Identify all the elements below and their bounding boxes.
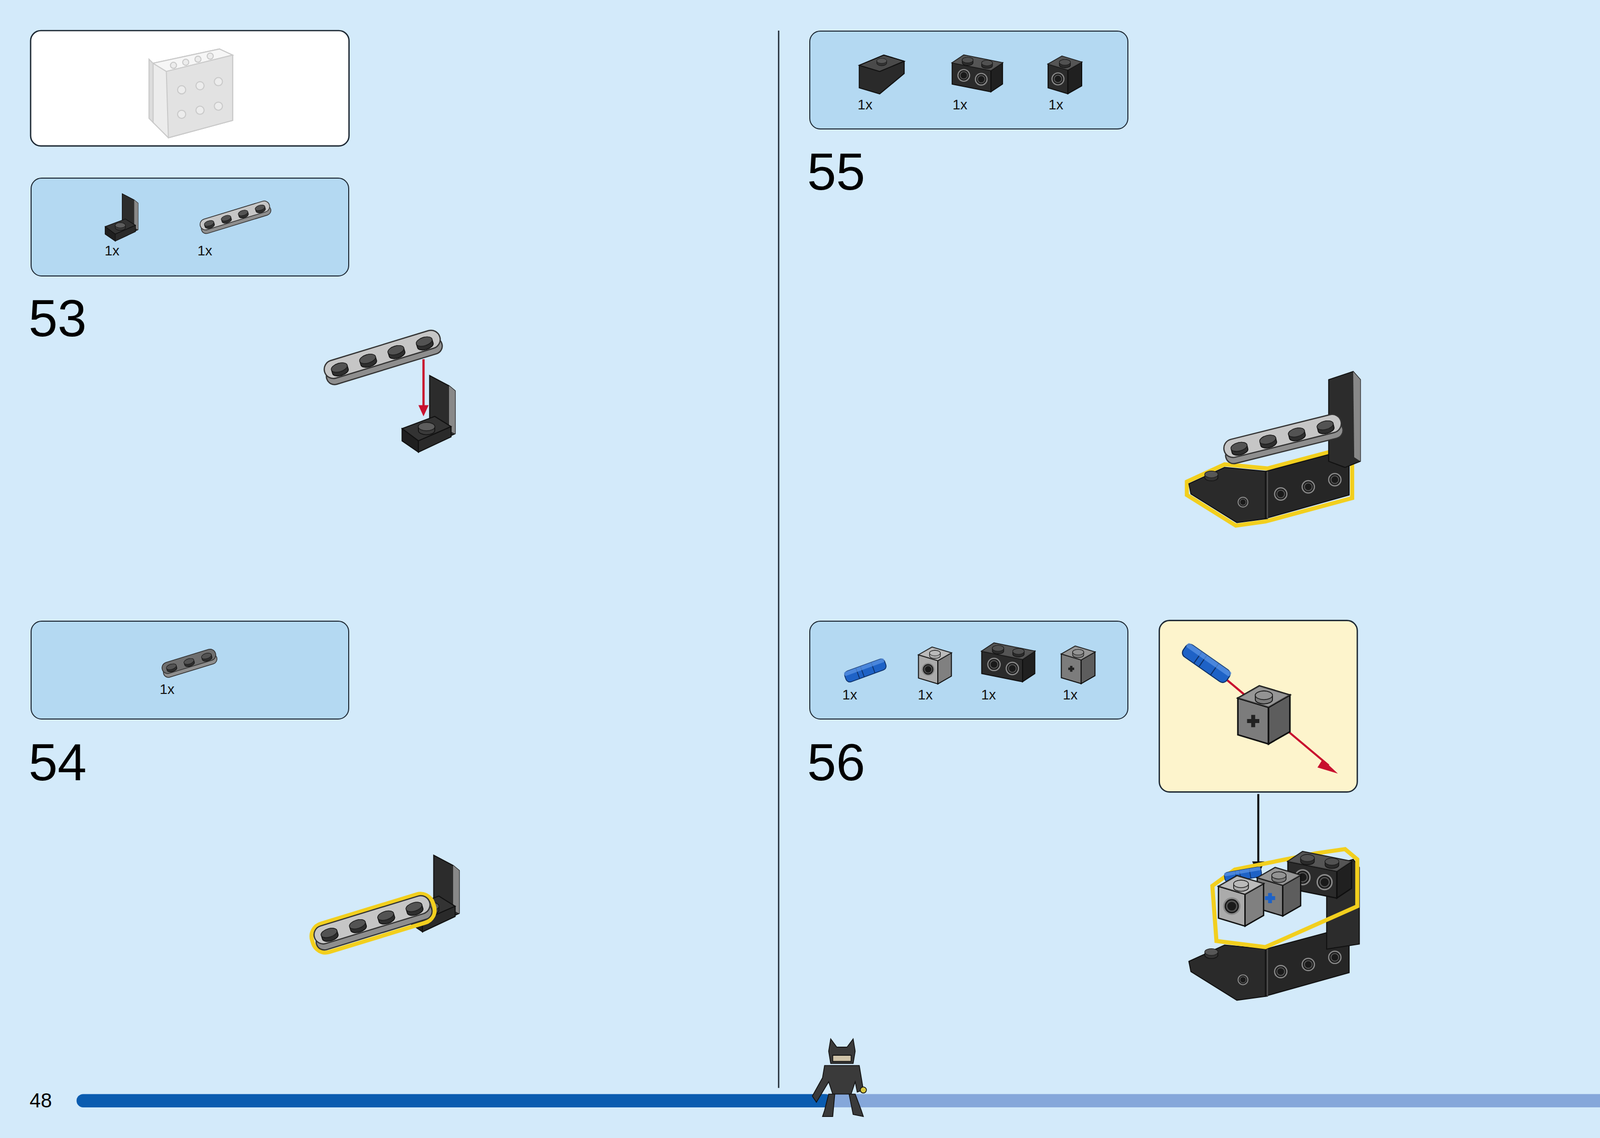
minifigure-icon [812, 1039, 867, 1117]
step-54-model [308, 854, 460, 956]
reference-box [30, 30, 350, 147]
step-number: 55 [807, 145, 866, 198]
part-quantity: 1x [159, 682, 175, 697]
parts-panel: 1x 1x 1x 1x [809, 620, 1129, 720]
part-quantity: 1x [104, 243, 120, 258]
step-56-model [1189, 848, 1360, 1000]
step-number: 53 [28, 292, 87, 345]
page-number: 48 [29, 1090, 53, 1111]
parts-panel: 1x 1x [30, 177, 350, 277]
sub-assembly-callout [1159, 620, 1358, 876]
ghost-model [149, 49, 233, 138]
part-quantity: 1x [857, 97, 873, 112]
part-icons-54 [160, 647, 219, 679]
part-quantity: 1x [917, 687, 933, 702]
step-number: 54 [28, 736, 87, 789]
step-number: 56 [807, 736, 866, 789]
part-icons-56 [843, 642, 1095, 684]
part-quantity: 1x [1062, 687, 1078, 702]
part-quantity: 1x [980, 687, 996, 702]
part-quantity: 1x [1048, 97, 1064, 112]
page-divider [778, 30, 780, 1088]
part-icons-55 [859, 55, 1082, 94]
part-quantity: 1x [952, 97, 968, 112]
step-53-model [322, 328, 456, 453]
part-quantity: 1x [197, 243, 213, 258]
progress-bar [76, 1093, 1600, 1107]
parts-panel: 1x 1x 1x [809, 30, 1129, 130]
artwork-group [30, 30, 1600, 1117]
parts-panel: 1x [30, 620, 350, 720]
step-55-model [1187, 371, 1361, 526]
part-quantity: 1x [842, 687, 858, 702]
part-icons-53 [105, 193, 273, 242]
